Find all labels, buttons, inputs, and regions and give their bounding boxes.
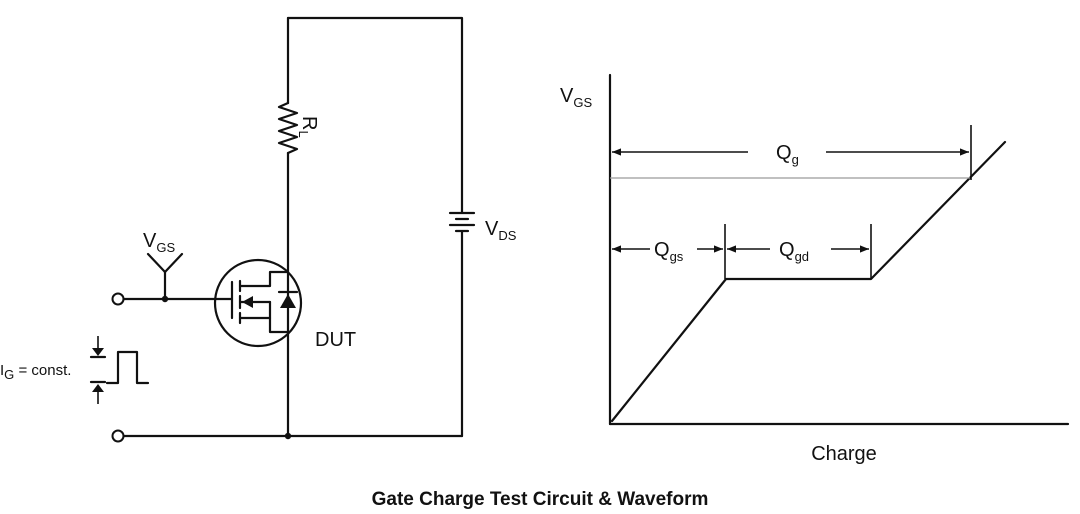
qg-main: Q: [776, 142, 792, 164]
qgs-label: Qgs: [654, 239, 684, 264]
qgd-main: Q: [779, 239, 795, 261]
bottom-junction-dot: [284, 432, 292, 440]
gate-terminal: [111, 292, 125, 306]
gate-probe-sub: GS: [156, 240, 175, 255]
gate-charge-waveform: VGS Charge Qg Qgs Qgd: [560, 73, 1070, 465]
top-wire: [286, 16, 464, 214]
gate-probe-icon: [146, 252, 184, 301]
qgs-sub: gs: [670, 249, 684, 264]
x-axis-label: Charge: [811, 443, 877, 465]
load-resistor: [277, 101, 299, 155]
gate-current-sub: G: [4, 367, 14, 382]
test-circuit: RL VDS: [0, 16, 517, 443]
load-resistor-main: R: [298, 116, 320, 130]
qgd-sub: gd: [795, 249, 809, 264]
gate-current-main: I: [0, 362, 4, 379]
supply-main: V: [485, 218, 499, 240]
gate-current-rest: = const.: [14, 362, 71, 379]
dut-label: DUT: [315, 329, 356, 351]
y-axis-main: V: [560, 85, 574, 107]
supply-label: VDS: [485, 218, 517, 243]
qgd-label: Qgd: [779, 239, 809, 264]
load-resistor-label: RL: [296, 116, 320, 138]
y-axis-label: VGS: [560, 85, 592, 110]
qg-label: Qg: [776, 142, 799, 167]
qg-sub: g: [792, 152, 799, 167]
gate-current-label: IG = const.: [0, 362, 71, 382]
figure-caption: Gate Charge Test Circuit & Waveform: [372, 489, 709, 510]
gate-probe-main: V: [143, 230, 157, 252]
y-axis-sub: GS: [573, 95, 592, 110]
qgs-main: Q: [654, 239, 670, 261]
source-terminal: [111, 429, 125, 443]
gate-current-pulse-icon: [89, 336, 150, 404]
gate-probe-label: VGS: [143, 230, 175, 255]
supply-battery-icon: [448, 211, 476, 233]
mosfet-icon: [163, 258, 303, 348]
supply-sub: DS: [498, 228, 516, 243]
load-resistor-sub: L: [296, 130, 311, 137]
vgs-curve: [610, 140, 1007, 423]
